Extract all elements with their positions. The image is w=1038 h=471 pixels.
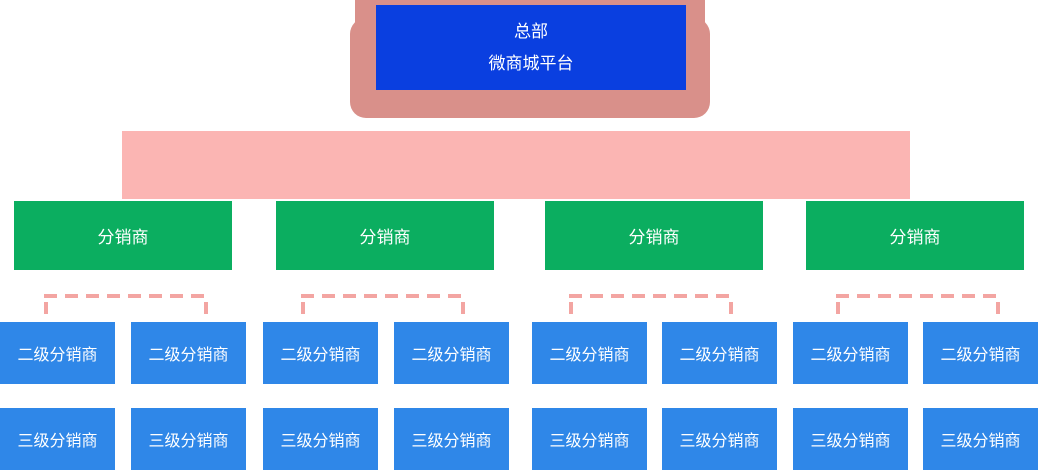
distributor-node-3: 分销商 (545, 201, 763, 270)
bracket-connector-4 (836, 294, 1000, 316)
level3-node-7: 三级分销商 (793, 408, 908, 470)
level3-node-2: 三级分销商 (131, 408, 246, 470)
level2-node-2: 二级分销商 (131, 322, 246, 384)
level2-node-4: 二级分销商 (394, 322, 509, 384)
level2-node-5: 二级分销商 (532, 322, 647, 384)
bracket-right-stub (996, 298, 1000, 316)
level3-node-8: 三级分销商 (923, 408, 1038, 470)
level2-node-6: 二级分销商 (662, 322, 777, 384)
bracket-right-stub (461, 298, 465, 316)
level3-node-1: 三级分销商 (0, 408, 115, 470)
level3-node-3: 三级分销商 (263, 408, 378, 470)
hub-node: 总部 微商城平台 (376, 5, 686, 90)
level3-node-6: 三级分销商 (662, 408, 777, 470)
distributor-node-2: 分销商 (276, 201, 494, 270)
hub-title: 总部 (514, 21, 548, 41)
trunk-connector (122, 131, 910, 199)
distributor-node-1: 分销商 (14, 201, 232, 270)
bracket-left-stub (569, 298, 573, 316)
level2-node-3: 二级分销商 (263, 322, 378, 384)
bracket-right-stub (729, 298, 733, 316)
bracket-connector-1 (44, 294, 208, 316)
bracket-horizontal-line (44, 294, 208, 298)
level3-node-4: 三级分销商 (394, 408, 509, 470)
hub-subtitle: 微商城平台 (488, 53, 574, 73)
level2-node-8: 二级分销商 (923, 322, 1038, 384)
level2-node-1: 二级分销商 (0, 322, 115, 384)
bracket-left-stub (44, 298, 48, 316)
bracket-left-stub (301, 298, 305, 316)
bracket-connector-2 (301, 294, 465, 316)
bracket-horizontal-line (301, 294, 465, 298)
bracket-left-stub (836, 298, 840, 316)
level2-node-7: 二级分销商 (793, 322, 908, 384)
level3-node-5: 三级分销商 (532, 408, 647, 470)
bracket-right-stub (204, 298, 208, 316)
bracket-connector-3 (569, 294, 733, 316)
bracket-horizontal-line (836, 294, 1000, 298)
distributor-node-4: 分销商 (806, 201, 1024, 270)
bracket-horizontal-line (569, 294, 733, 298)
